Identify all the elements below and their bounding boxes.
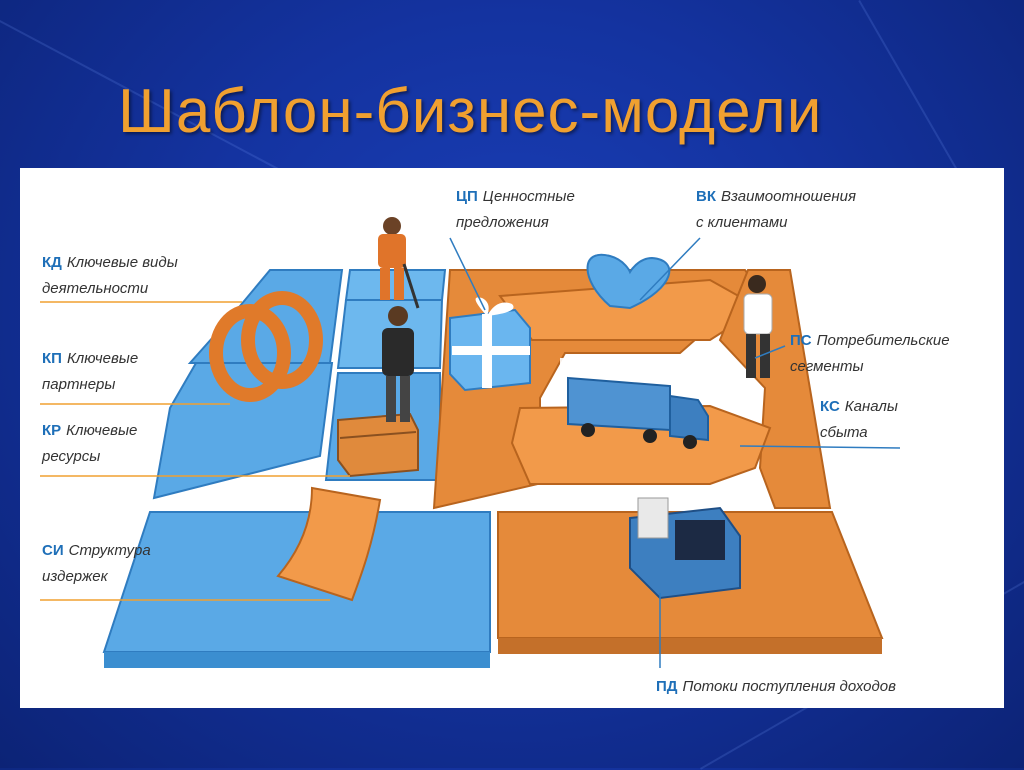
label-customer-relationships: ВК Взаимоотношения с клиентами: [696, 184, 856, 236]
heart-icon: [586, 253, 671, 310]
crate-icon: [337, 412, 419, 478]
truck-icon: [567, 376, 709, 449]
label-line2: с клиентами: [696, 214, 788, 231]
label-code: КП: [42, 350, 62, 367]
paper-sheet-icon: [276, 486, 382, 602]
label-line2: партнеры: [42, 376, 116, 393]
blue-tiles: [102, 269, 491, 668]
cash-register-icon: [629, 497, 741, 600]
label-line1: Ключевые: [66, 422, 138, 439]
label-line2: деятельности: [42, 280, 149, 297]
gift-box-icon: [449, 297, 531, 392]
label-line2: предложения: [456, 214, 549, 231]
label-line1: Структура: [68, 542, 151, 559]
businessman-figure: [382, 306, 414, 422]
tile-key-partners: [152, 362, 334, 500]
label-line2: сегменты: [790, 358, 864, 375]
label-code: ПС: [790, 332, 812, 349]
slide-title: Шаблон-бизнес-модели: [118, 77, 823, 146]
label-line1: Ключевые: [66, 350, 139, 367]
tile-revenue-streams-side: [498, 638, 882, 654]
label-line1: Ключевые виды: [66, 254, 178, 271]
worker-figure: [378, 217, 420, 309]
label-line2: ресурсы: [42, 448, 101, 465]
label-code: КР: [42, 422, 62, 439]
label-code: ЦП: [456, 188, 478, 205]
label-line2: издержек: [42, 568, 108, 585]
label-line1: Взаимоотношения: [721, 188, 856, 205]
label-line1: Потоки поступления доходов: [682, 678, 896, 695]
label-line1: Ценностные: [482, 188, 575, 205]
label-code: КД: [42, 254, 62, 271]
rings-icon: [209, 291, 323, 402]
label-line1: Каналы: [844, 398, 898, 415]
customer-figure: [743, 275, 773, 378]
leader-lines: [40, 301, 350, 601]
label-line2: сбыта: [820, 424, 868, 441]
leader-lines-blue: [449, 237, 901, 668]
label-line1: Потребительские: [816, 332, 950, 349]
label-code: ВК: [696, 188, 716, 205]
label-code: СИ: [42, 542, 64, 559]
tile-cost-structure-side: [104, 652, 490, 668]
label-code: ПД: [656, 678, 678, 695]
label-code: КС: [820, 398, 840, 415]
